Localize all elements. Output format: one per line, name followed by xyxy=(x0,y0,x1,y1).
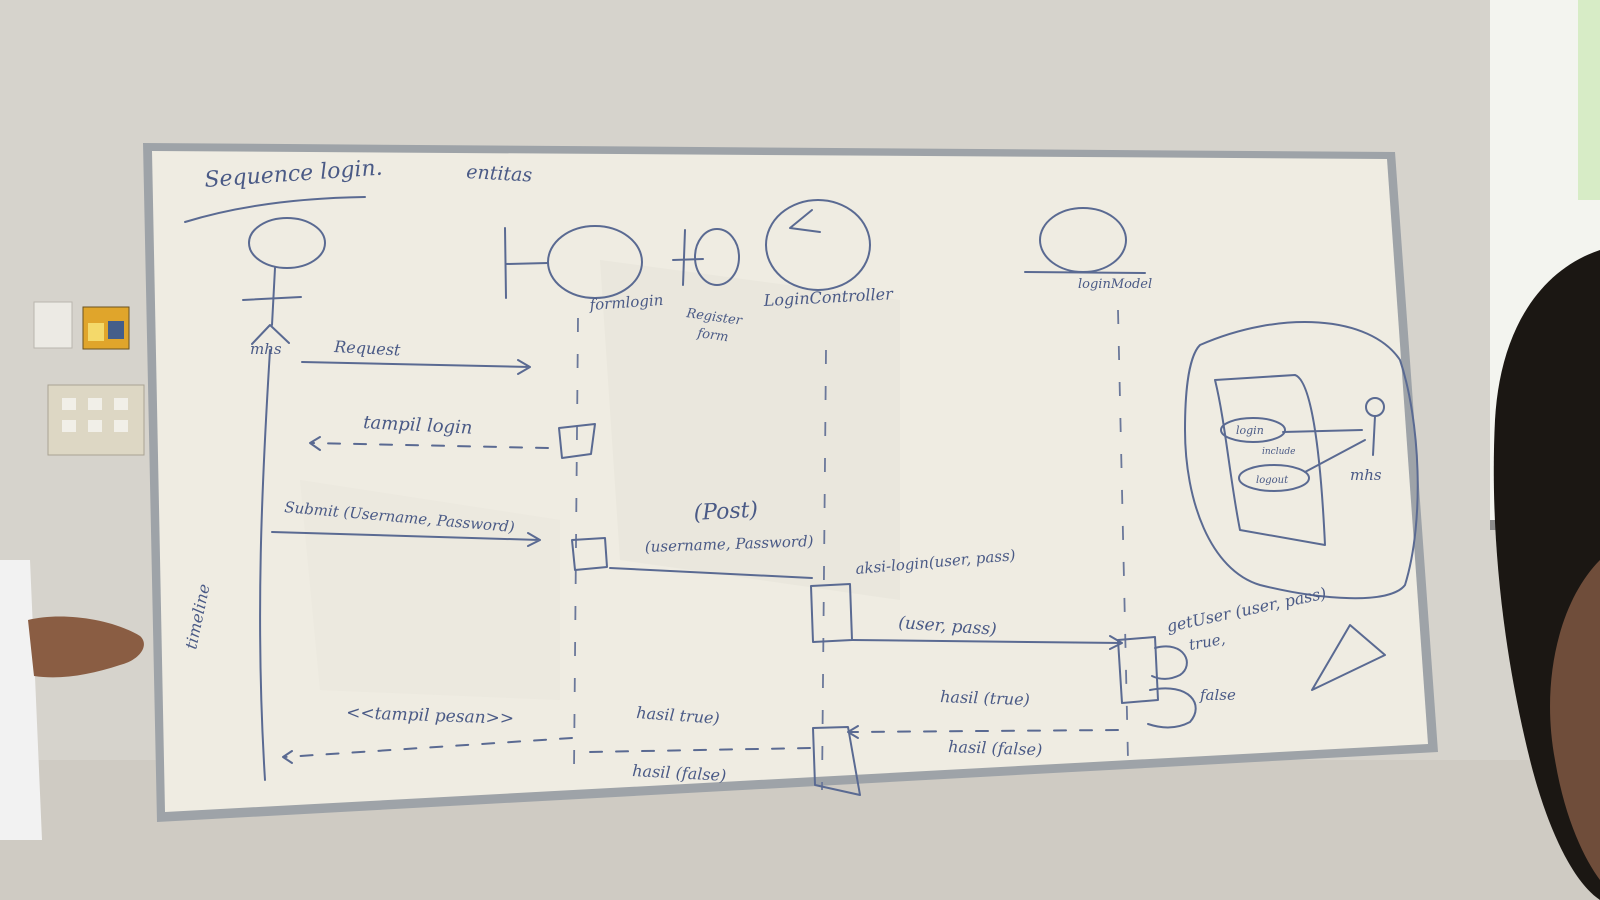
activation-model xyxy=(1117,636,1159,704)
use-case-include-label: include xyxy=(1262,447,1295,457)
lifeline-loginmodel xyxy=(1117,309,1129,761)
lifeline-formlogin xyxy=(573,317,579,771)
activation-form-1 xyxy=(558,423,596,459)
use-case-login-oval xyxy=(1220,417,1286,443)
sequence-diagram xyxy=(184,196,1419,796)
message-submit-arrow xyxy=(271,531,541,547)
message-hasil-true-model-label: hasil (true) xyxy=(940,687,1030,709)
message-hasil-model-arrow xyxy=(849,729,1119,733)
diamond-sketch xyxy=(1311,624,1386,691)
message-hasil-false-form-label: hasil (false) xyxy=(632,761,727,785)
self-call-false xyxy=(1147,687,1197,729)
self-call-true xyxy=(1151,645,1188,680)
message-request-arrow xyxy=(301,359,531,375)
activation-controller-2 xyxy=(812,726,861,796)
whiteboard xyxy=(143,143,1438,822)
actor-loginmodel-label: loginModel xyxy=(1078,277,1152,292)
boundary-formlogin-icon xyxy=(504,225,643,299)
lifeline-mhs xyxy=(259,349,271,781)
control-logincontroller-icon xyxy=(765,199,871,291)
message-post-arrow xyxy=(609,567,813,579)
observer-head xyxy=(1493,250,1600,900)
actor-mhs-label: mhs xyxy=(250,340,282,358)
use-case-actor-label: mhs xyxy=(1350,466,1382,484)
message-post-label: (Post) xyxy=(693,498,759,526)
use-case-sketch xyxy=(1184,321,1419,600)
return-false-label: false xyxy=(1199,686,1236,704)
activation-form-2 xyxy=(571,537,608,571)
lifeline-logincontroller xyxy=(821,349,827,791)
message-request-label: Request xyxy=(333,337,402,360)
header-note: entitas xyxy=(466,161,533,186)
boundary-register-form-icon xyxy=(672,228,740,286)
message-user-pass-arrow xyxy=(851,635,1123,650)
presenter-arm xyxy=(0,560,144,840)
use-case-logout-oval xyxy=(1238,464,1310,492)
actor-formlogin-label: formlogin xyxy=(588,291,664,314)
actor-register-label-2: form xyxy=(695,326,729,345)
actor-mhs-icon xyxy=(242,217,326,345)
message-tampil-pesan-arrow xyxy=(284,737,573,758)
entity-loginmodel-icon xyxy=(1024,207,1146,274)
use-case-login-label: login xyxy=(1236,424,1264,437)
message-post-params-label: (username, Password) xyxy=(645,532,814,556)
message-hasil-false-model-label: hasil (false) xyxy=(948,737,1043,759)
use-case-logout-label: logout xyxy=(1256,475,1289,486)
message-hasil-form-arrow xyxy=(589,747,811,753)
wall-switch-panel xyxy=(33,301,145,456)
